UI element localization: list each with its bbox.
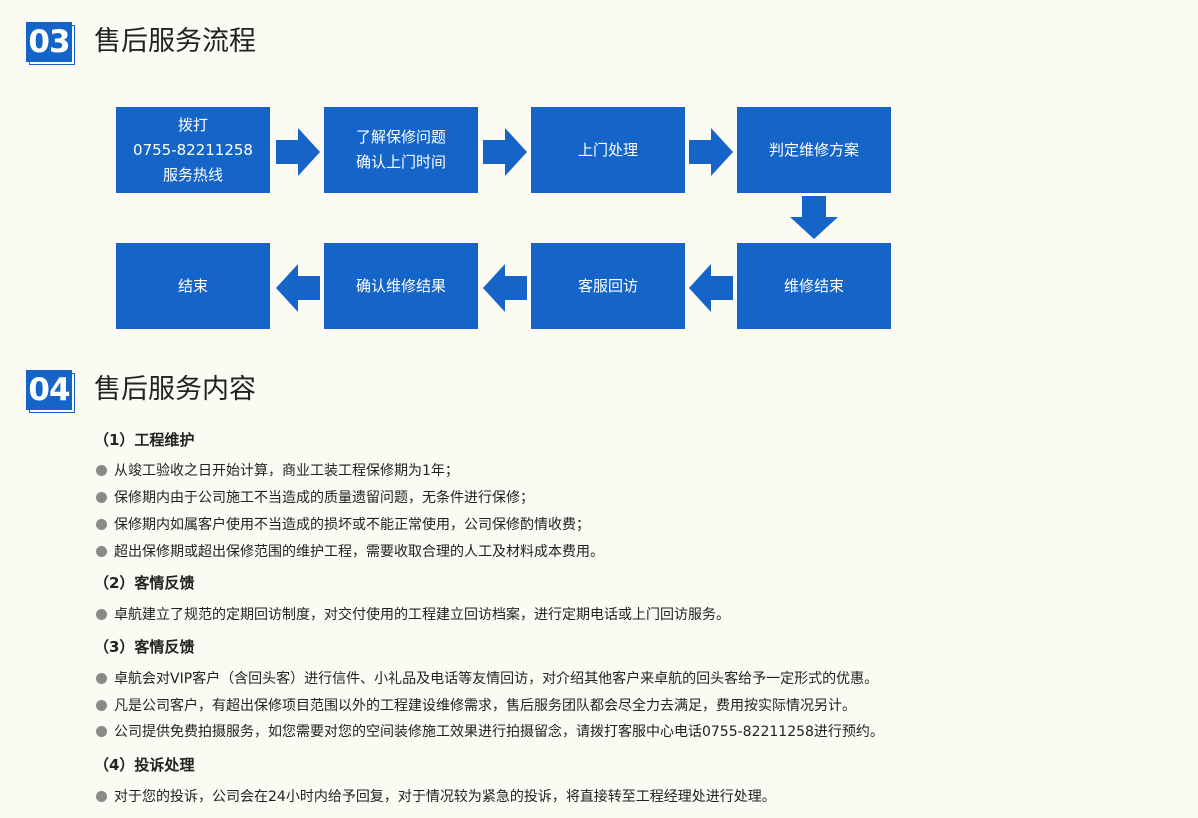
bullet-dot-icon [96, 545, 107, 557]
bullet-dot-icon [96, 725, 107, 737]
bullet-dot-icon [96, 491, 107, 503]
bullet-dot-icon [96, 699, 107, 711]
flow-step-text: 上门处理 [577, 140, 638, 159]
left-arrow-icon [689, 264, 733, 312]
right-arrow-icon [276, 128, 320, 176]
flow-step-text: 确认维修结果 [355, 276, 446, 295]
bullet-dot-icon [96, 672, 107, 684]
section-title: 售后服务内容 [94, 374, 256, 405]
bullet-dot-icon [96, 790, 107, 802]
flow-step-text: 0755-82211258 [133, 140, 253, 159]
list-item-text: 保修期内如属客户使用不当造成的损坏或不能正常使用，公司保修酌情收费； [114, 517, 590, 533]
flow-step-repair-complete: 维修结束 [737, 243, 891, 329]
flow-step-text: 确认上门时间 [355, 153, 446, 171]
flow-step-text: 维修结束 [783, 276, 844, 295]
group-title-feedback-2: （3）客情反馈 [94, 638, 195, 656]
flow-step-text: 服务热线 [162, 165, 223, 184]
bullet-dot-icon [96, 518, 107, 530]
list-item: 卓航建立了规范的定期回访制度，对交付使用的工程建立回访档案，进行定期电话或上门回… [96, 604, 730, 624]
list-item: 公司提供免费拍摄服务，如您需要对您的空间装修施工效果进行拍摄留念，请拨打客服中心… [96, 721, 884, 741]
section-number-badge: 04 [26, 370, 72, 410]
right-arrow-icon [483, 128, 527, 176]
flow-step-understand-issue: 了解保修问题 确认上门时间 [324, 107, 478, 193]
right-arrow-icon [689, 128, 733, 176]
list-item: 卓航会对VIP客户（含回头客）进行信件、小礼品及电话等友情回访，对介绍其他客户来… [96, 668, 878, 688]
section-number-badge: 03 [26, 22, 72, 62]
bullet-dot-icon [96, 464, 107, 476]
list-item-text: 超出保修期或超出保修范围的维护工程，需要收取合理的人工及材料成本费用。 [114, 544, 604, 560]
list-item: 保修期内如属客户使用不当造成的损坏或不能正常使用，公司保修酌情收费； [96, 514, 590, 534]
list-item-text: 从竣工验收之日开始计算，商业工装工程保修期为1年； [114, 463, 459, 479]
section-title: 售后服务流程 [94, 26, 256, 57]
flow-step-repair-plan: 判定维修方案 [737, 107, 891, 193]
list-item-text: 凡是公司客户，有超出保修项目范围以外的工程建设维修需求，售后服务团队都会尽全力去… [114, 698, 856, 714]
flow-step-text: 了解保修问题 [355, 128, 446, 146]
list-item: 凡是公司客户，有超出保修项目范围以外的工程建设维修需求，售后服务团队都会尽全力去… [96, 695, 856, 715]
list-item: 保修期内由于公司施工不当造成的质量遗留问题，无条件进行保修； [96, 487, 534, 507]
list-item-text: 公司提供免费拍摄服务，如您需要对您的空间装修施工效果进行拍摄留念，请拨打客服中心… [114, 724, 884, 740]
list-item-text: 卓航会对VIP客户（含回头客）进行信件、小礼品及电话等友情回访，对介绍其他客户来… [114, 671, 879, 687]
list-item-text: 对于您的投诉，公司会在24小时内给予回复，对于情况较为紧急的投诉，将直接转至工程… [114, 789, 776, 805]
list-item-text: 保修期内由于公司施工不当造成的质量遗留问题，无条件进行保修； [114, 490, 534, 506]
group-title-maintenance: （1）工程维护 [94, 431, 195, 449]
flow-step-confirm-result: 确认维修结果 [324, 243, 478, 329]
left-arrow-icon [483, 264, 527, 312]
flow-step-onsite-service: 上门处理 [531, 107, 685, 193]
list-item: 对于您的投诉，公司会在24小时内给予回复，对于情况较为紧急的投诉，将直接转至工程… [96, 786, 776, 806]
down-arrow-icon [790, 196, 838, 239]
flow-step-call-hotline: 拨打 0755-82211258 服务热线 [116, 107, 270, 193]
list-item: 从竣工验收之日开始计算，商业工装工程保修期为1年； [96, 460, 459, 480]
list-item-text: 卓航建立了规范的定期回访制度，对交付使用的工程建立回访档案，进行定期电话或上门回… [114, 607, 730, 623]
flow-step-text: 判定维修方案 [768, 140, 859, 159]
list-item: 超出保修期或超出保修范围的维护工程，需要收取合理的人工及材料成本费用。 [96, 541, 604, 561]
left-arrow-icon [276, 264, 320, 312]
flow-step-customer-followup: 客服回访 [531, 243, 685, 329]
flow-step-end: 结束 [116, 243, 270, 329]
group-title-complaints: （4）投诉处理 [94, 756, 195, 774]
flow-step-text: 结束 [177, 276, 208, 295]
bullet-dot-icon [96, 608, 107, 620]
group-title-feedback: （2）客情反馈 [94, 574, 195, 592]
flow-step-text: 拨打 [177, 115, 208, 134]
flow-step-text: 客服回访 [577, 276, 638, 295]
